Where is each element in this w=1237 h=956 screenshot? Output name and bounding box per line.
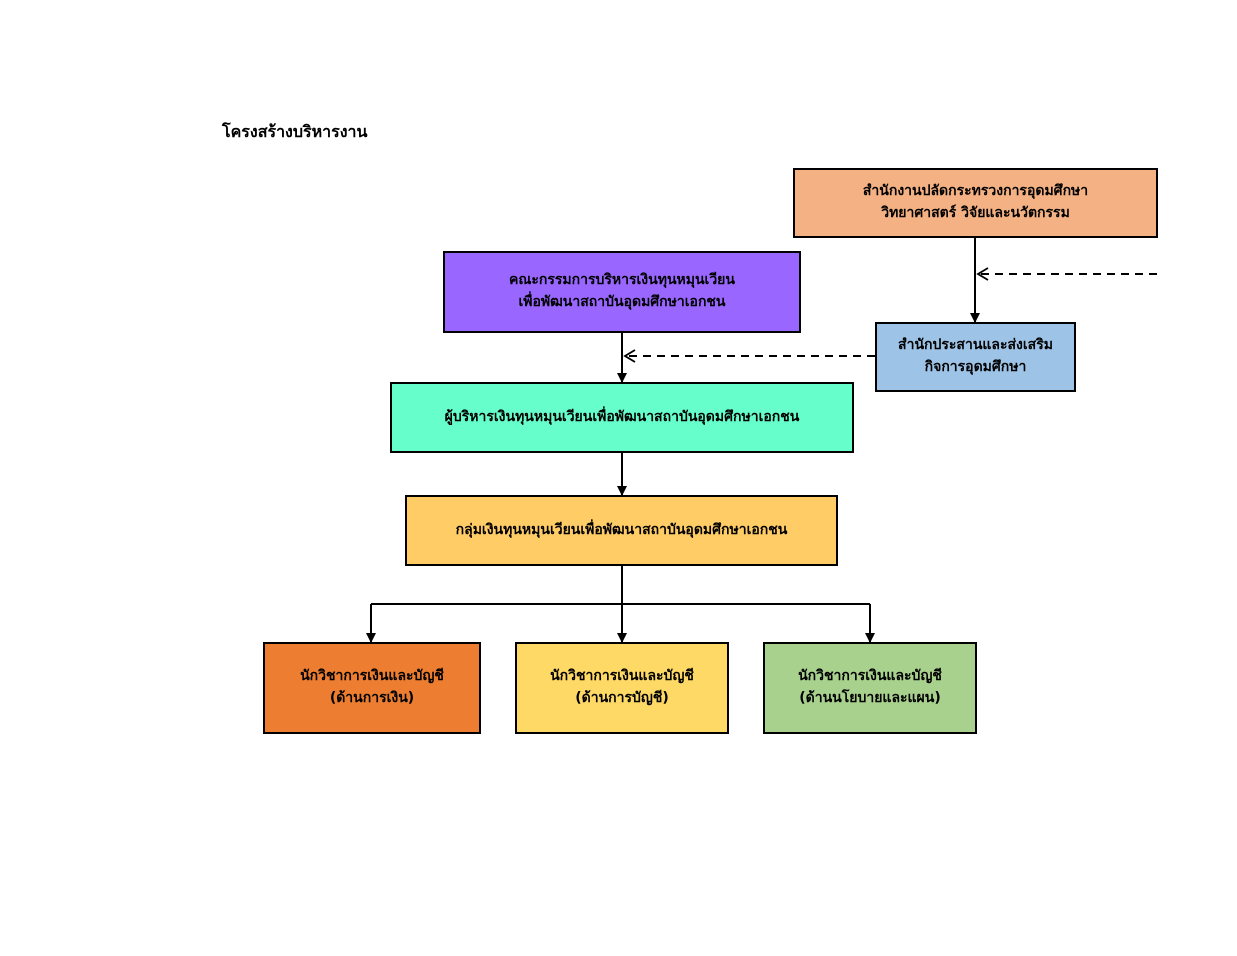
node-label-line2: (ด้านการเงิน) [329, 690, 415, 706]
node-fund-group: กลุ่มเงินทุนหมุนเวียนเพื่อพัฒนาสถาบันอุด… [405, 495, 838, 566]
page-title: โครงสร้างบริหารงาน [222, 122, 368, 141]
node-label-line1: นักวิชาการเงินและบัญชี [300, 668, 444, 685]
node-label-line1: นักวิชาการเงินและบัญชี [798, 668, 942, 685]
dashed-arrowhead-bureau [623, 349, 636, 363]
node-committee: คณะกรรมการบริหารเงินทุนหมุนเวียน เพื่อพั… [443, 251, 801, 333]
node-fund-manager: ผู้บริหารเงินทุนหมุนเวียนเพื่อพัฒนาสถาบั… [390, 382, 854, 453]
node-label-line1: สำนักงานปลัดกระทรวงการอุดมศึกษา [862, 183, 1089, 200]
node-label-line2: (ด้านการบัญชี) [575, 690, 669, 706]
node-label-line1: ผู้บริหารเงินทุนหมุนเวียนเพื่อพัฒนาสถาบั… [444, 408, 800, 425]
node-label-line2: กิจการอุดมศึกษา [924, 359, 1027, 375]
node-label-line2: (ด้านนโยบายและแผน) [799, 690, 941, 706]
node-officer-finance: นักวิชาการเงินและบัญชี (ด้านการเงิน) [263, 642, 481, 734]
node-label-line1: สำนักประสานและส่งเสริม [898, 337, 1053, 354]
node-office-permanent-secretary: สำนักงานปลัดกระทรวงการอุดมศึกษา วิทยาศาส… [793, 168, 1158, 238]
node-label-line1: นักวิชาการเงินและบัญชี [550, 668, 694, 685]
node-label-line1: คณะกรรมการบริหารเงินทุนหมุนเวียน [509, 272, 735, 289]
node-officer-accounting: นักวิชาการเงินและบัญชี (ด้านการบัญชี) [515, 642, 729, 734]
node-label-line2: วิทยาศาสตร์ วิจัยและนวัตกรรม [881, 205, 1070, 221]
node-coordination-bureau: สำนักประสานและส่งเสริม กิจการอุดมศึกษา [875, 322, 1076, 392]
node-label-line2: เพื่อพัฒนาสถาบันอุดมศึกษาเอกชน [518, 294, 726, 310]
node-label-line1: กลุ่มเงินทุนหมุนเวียนเพื่อพัฒนาสถาบันอุด… [455, 521, 788, 538]
node-officer-policy: นักวิชาการเงินและบัญชี (ด้านนโยบายและแผน… [763, 642, 977, 734]
dashed-arrowhead-external [976, 267, 989, 281]
